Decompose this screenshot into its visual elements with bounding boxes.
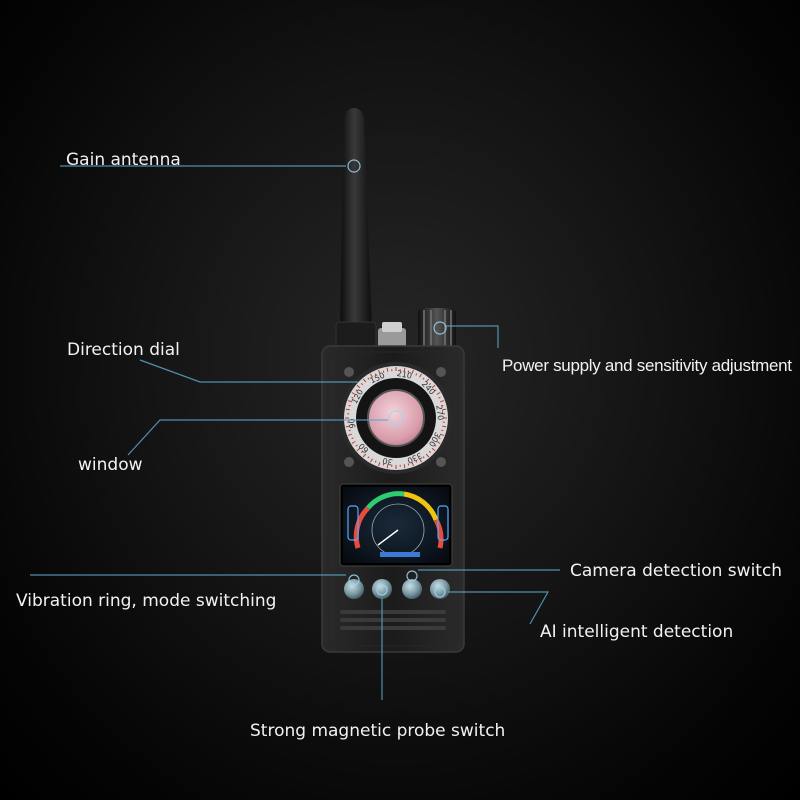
dial-tick [378, 461, 381, 467]
dial-tick [436, 441, 441, 444]
line-direction-dial [139, 359, 358, 383]
dial-tick [442, 425, 447, 428]
dial-tick [348, 404, 351, 407]
dial-tick [407, 370, 410, 373]
dial-tick [415, 373, 418, 376]
dial-tick [378, 369, 381, 375]
callout-window: window [78, 455, 143, 475]
dial-tick-label: 210 [396, 369, 413, 381]
dial-tick [428, 450, 432, 454]
dial-tick [386, 464, 389, 469]
dial-tick [374, 373, 377, 376]
callout-ai-detection: AI intelligent detection [540, 622, 734, 642]
connector [378, 322, 406, 350]
dial-tick-label: 90 [347, 418, 357, 429]
dial-tick [438, 396, 441, 399]
marker-window [388, 410, 404, 426]
callout-gain-antenna: Gain antenna [66, 150, 181, 170]
marker-gain-antenna [347, 159, 361, 173]
dial-tick [360, 450, 364, 454]
dial-tick [442, 408, 447, 411]
marker-camera [406, 570, 418, 582]
dial-tick [411, 461, 414, 467]
power-knob[interactable] [418, 308, 456, 350]
dial-tick [403, 464, 406, 469]
line-window [127, 419, 388, 456]
dial-tick [351, 396, 354, 399]
marker-power-supply [433, 321, 447, 335]
dial-tick-label: 270 [434, 405, 445, 421]
dial-tick [441, 429, 444, 432]
dial-tick [347, 400, 353, 403]
callout-lines [30, 159, 560, 700]
line-ai [448, 591, 550, 625]
callout-power-supply: Power supply and sensitivity adjustment [502, 356, 792, 375]
dial-tick [438, 437, 441, 440]
dial-tick [345, 408, 350, 411]
line-power-supply [446, 325, 499, 348]
dial-tick [419, 373, 422, 378]
dial-tick [422, 456, 425, 459]
magnetic-probe-button[interactable] [372, 579, 392, 599]
dial-tick [431, 447, 436, 452]
callout-direction-dial: Direction dial [67, 340, 180, 360]
dial-tick [434, 389, 437, 392]
dial-tick [345, 425, 350, 428]
dial-tick [382, 463, 385, 466]
dial-tick [356, 447, 361, 452]
dial-tick [428, 382, 432, 386]
dial-tick [362, 378, 367, 383]
dial-tick [367, 456, 370, 459]
marker-magnetic [376, 584, 388, 596]
dial-tick [370, 458, 373, 463]
callout-magnetic-probe: Strong magnetic probe switch [250, 721, 506, 741]
dial-tick [419, 458, 422, 463]
dial-tick [347, 433, 353, 436]
dial-tick [351, 441, 356, 444]
dial-tick [351, 437, 354, 440]
dial-tick [411, 369, 414, 375]
marker-ai [434, 586, 446, 598]
dial-tick [403, 367, 406, 372]
dial-tick [434, 444, 437, 447]
ai-detection-button[interactable] [430, 579, 450, 599]
dial-tick [355, 444, 358, 447]
dial-tick-label: 30 [382, 456, 394, 467]
dial-tick [407, 463, 410, 466]
dial-tick [367, 377, 370, 380]
dial-tick [382, 370, 385, 373]
marker-vibration [348, 574, 360, 586]
callout-camera-detection: Camera detection switch [570, 561, 783, 581]
dial-tick [356, 384, 361, 389]
dial-tick [370, 373, 373, 378]
dial-tick [436, 392, 441, 395]
dial-tick [386, 367, 389, 372]
dial-tick [348, 429, 351, 432]
display-screen [339, 483, 453, 567]
dial-tick [360, 382, 364, 386]
dial-tick [425, 453, 430, 458]
dial-tick [441, 404, 444, 407]
antenna [335, 108, 377, 349]
callout-vibration-ring: Vibration ring, mode switching [16, 591, 277, 611]
dial-tick [422, 377, 425, 380]
vibration-mode-button[interactable] [344, 579, 364, 599]
dial-tick [374, 460, 377, 463]
speaker-grille [340, 610, 446, 630]
sensor-window [367, 389, 425, 447]
dial-tick [351, 392, 356, 395]
camera-detection-button[interactable] [402, 579, 422, 599]
dial-tick [415, 460, 418, 463]
dial-tick [431, 384, 436, 389]
dial-tick [362, 453, 367, 458]
dial-tick [425, 378, 430, 383]
dial-tick [439, 433, 445, 436]
dial-tick [439, 400, 445, 403]
screws [344, 367, 446, 467]
dial-tick [355, 389, 358, 392]
